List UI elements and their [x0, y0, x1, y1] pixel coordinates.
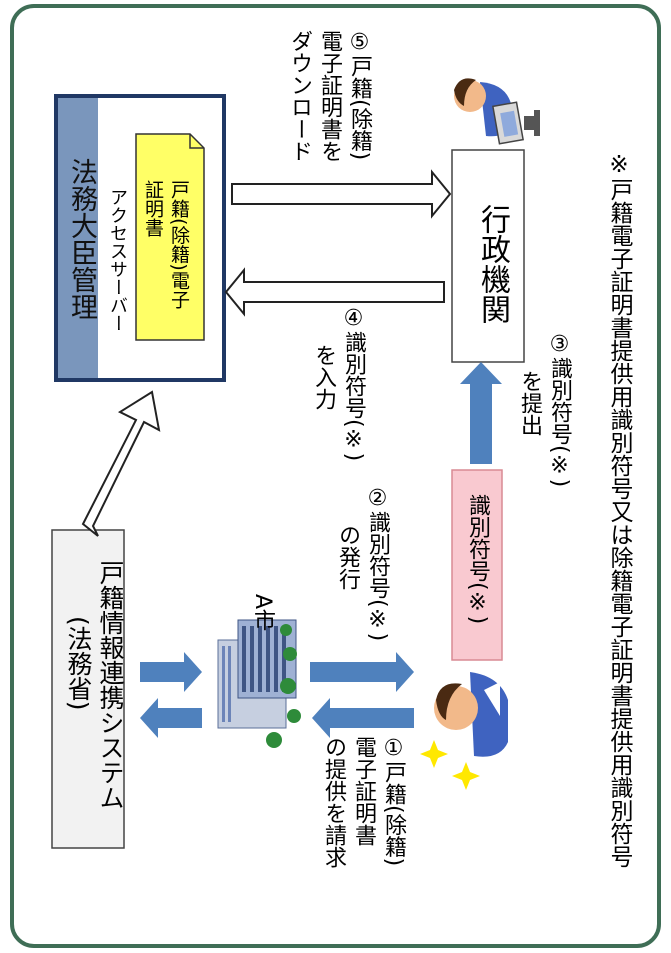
koseki-system-label: 戸籍情報連携システム (法務省)	[62, 560, 126, 810]
moj-title-band	[58, 98, 98, 378]
code-box	[451, 469, 503, 661]
code-box-label: 識別符号(※)	[465, 494, 490, 625]
citizen-person-icon	[434, 672, 508, 757]
step-2-line2: の発行	[335, 524, 360, 590]
city-label: A市	[250, 594, 275, 632]
step-4-line1: ④識別符号(※)	[341, 306, 366, 462]
blue-arrow-request	[312, 698, 414, 738]
outer-frame	[10, 4, 661, 948]
blue-arrow-issue	[310, 652, 414, 692]
koseki-system-line2: (法務省)	[64, 616, 93, 711]
blue-arrow-city-to-system	[140, 698, 202, 738]
blue-arrow-system-to-city	[140, 652, 202, 692]
agency-label: 行政機関	[475, 204, 510, 324]
step-2-line1: ②識別符号(※)	[365, 486, 390, 642]
step-3-label: ③識別符号(※) を提出	[514, 332, 574, 487]
sparkle-icon	[452, 762, 480, 790]
step-3-line1: ③識別符号(※)	[547, 332, 572, 488]
step-4-line2: を入力	[311, 344, 336, 410]
koseki-system-line1: 戸籍情報連携システム	[96, 560, 125, 810]
access-server-label: アクセスサーバー	[107, 188, 128, 332]
step-1-line2: 電子証明書	[351, 736, 376, 846]
step-1-line1: ①戸籍(除籍)	[381, 736, 406, 867]
step-5-line2: 電子証明書を	[317, 30, 342, 162]
step-4-label: ④識別符号(※) を入力	[308, 306, 368, 461]
sparkle-icon	[420, 740, 448, 768]
hollow-arrow-input	[224, 267, 445, 317]
step-1-line3: の提供を請求	[321, 736, 346, 868]
blue-arrow-submit	[460, 362, 502, 464]
certificate-label-line2: 証明書	[142, 180, 164, 237]
footnote: ※戸籍電子証明書提供用識別符号又は除籍電子証明書提供用識別符号	[606, 152, 632, 868]
step-5-label: ⑤戸籍(除籍) 電子証明書を ダウンロード	[284, 30, 374, 162]
city-building-icon	[217, 619, 301, 748]
agency-box	[451, 149, 525, 363]
step-1-label: ①戸籍(除籍) 電子証明書 の提供を請求	[318, 736, 408, 868]
step-2-label: ②識別符号(※) の発行	[332, 486, 392, 641]
certificate-label-line1: 戸籍(除籍)電子	[168, 180, 190, 309]
hollow-arrow-download	[231, 169, 452, 219]
koseki-system-box	[51, 529, 125, 849]
step-3-line2: を提出	[517, 370, 542, 436]
step-5-line1: ⑤戸籍(除籍)	[347, 30, 372, 161]
step-5-line3: ダウンロード	[287, 30, 312, 162]
hollow-arrow-system-to-moj	[81, 390, 161, 537]
certificate-document	[135, 133, 205, 341]
certificate-fold	[189, 134, 204, 149]
certificate-label: 戸籍(除籍)電子 証明書	[140, 180, 192, 309]
agency-worker-icon	[454, 78, 540, 145]
moj-title: 法務大臣管理	[66, 158, 97, 320]
